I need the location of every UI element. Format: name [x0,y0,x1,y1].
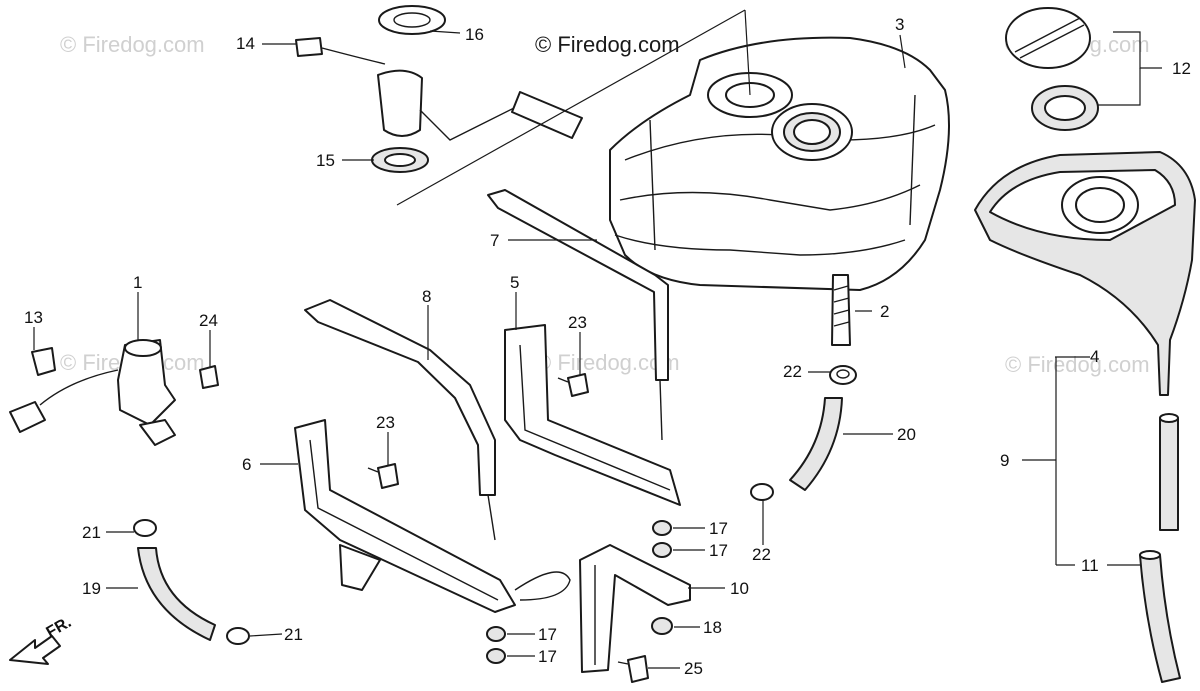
callout-labels: 3 12 4 9 11 2 22 20 22 14 16 15 7 8 5 23… [24,15,1191,678]
callout-23-upper: 23 [568,313,587,332]
hose-clamp-upper [829,365,857,385]
callout-4: 4 [1090,347,1099,366]
callout-17-d: 17 [538,647,557,666]
fuel-sender-unit [295,5,583,173]
callout-23-lower: 23 [376,413,395,432]
callout-1: 1 [133,273,142,292]
callout-16: 16 [465,25,484,44]
nut-17-b [652,542,672,558]
callout-18: 18 [703,618,722,637]
callout-5: 5 [510,273,519,292]
hose-clip-21-lower [226,627,250,645]
callout-17-c: 17 [538,625,557,644]
callout-15: 15 [316,151,335,170]
drain-tubes [1139,413,1181,683]
callout-17-b: 17 [709,541,728,560]
callout-21-lower: 21 [284,625,303,644]
hose-clip-21-upper [133,519,157,537]
bolt-24 [199,365,219,389]
callout-7: 7 [490,231,499,250]
callout-11: 11 [1081,556,1099,575]
bolt-23-upper [557,373,589,397]
callout-20: 20 [897,425,916,444]
callout-25: 25 [684,659,703,678]
callout-3: 3 [895,15,904,34]
leader-lines [33,9,1162,669]
tank-frame-right [504,324,681,506]
callout-6: 6 [242,455,251,474]
callout-17-a: 17 [709,519,728,538]
fuel-hose-main [789,397,843,491]
callout-14: 14 [236,34,255,53]
watermark-mid-right: © Firedog.com [1005,352,1150,377]
callout-22-lower: 22 [752,545,771,564]
callout-8: 8 [422,287,431,306]
tank-band-upper [487,189,669,441]
callout-13: 13 [24,308,43,327]
callout-21-upper: 21 [82,523,101,542]
fuel-pump [9,339,176,446]
front-direction-arrow: FR. [9,614,75,665]
callout-24: 24 [199,311,218,330]
watermark-top-left: © Firedog.com [60,32,205,57]
callout-2: 2 [880,302,889,321]
nut-17-a [652,520,672,536]
fuel-cap [1005,7,1099,131]
callout-9: 9 [1000,451,1009,470]
nut-18 [651,617,673,635]
bolt-23-lower [367,463,399,489]
bolt-25 [617,655,649,683]
callout-10: 10 [730,579,749,598]
hose-clamp-lower [750,483,774,501]
callout-19: 19 [82,579,101,598]
tank-band-left [304,299,496,541]
nut-17-d [486,648,506,664]
fuel-hose-19 [137,547,216,641]
callout-22-upper: 22 [783,362,802,381]
mount-bracket [579,544,691,673]
watermark-main: © Firedog.com [535,32,680,57]
clip-13 [31,347,56,376]
fuel-filter [831,274,851,346]
fuel-drain-pan [974,151,1196,396]
tank-frame-left [294,419,571,613]
fuel-tank [609,36,950,291]
front-direction-label: FR. [44,614,75,642]
nut-17-c [486,626,506,642]
callout-12: 12 [1172,59,1191,78]
